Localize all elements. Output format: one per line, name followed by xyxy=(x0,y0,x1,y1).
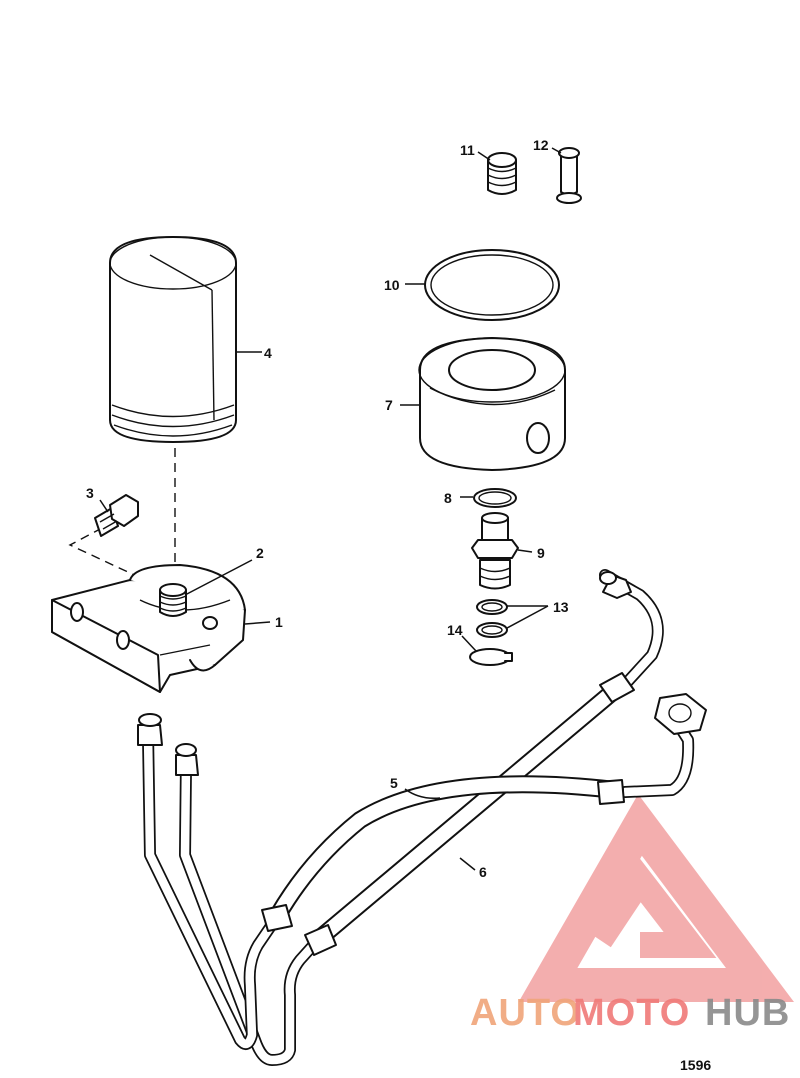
callout-11: 11 xyxy=(460,142,475,158)
small-o-ring xyxy=(473,488,517,508)
callout-3: 3 xyxy=(86,485,94,501)
watermark-word-2: MOTO xyxy=(573,992,690,1034)
watermark-text: AUTO MOTO HUB xyxy=(470,992,790,1034)
callout-13: 13 xyxy=(553,599,569,615)
threaded-fitting xyxy=(487,152,517,195)
cooler-line-5 xyxy=(137,693,707,1050)
callout-9: 9 xyxy=(537,545,545,561)
cooler-line-6 xyxy=(175,569,664,1066)
bolt xyxy=(94,494,139,537)
drawing-number: 1596 xyxy=(680,1057,711,1073)
connector-fitting xyxy=(471,512,519,590)
o-ring-pair xyxy=(476,599,508,638)
callout-1: 1 xyxy=(275,614,283,630)
retaining-clip xyxy=(469,648,513,666)
threaded-nipple xyxy=(159,583,187,617)
large-o-ring xyxy=(424,249,560,321)
oil-filter xyxy=(109,236,237,443)
watermark-word-1: AUTO xyxy=(470,992,581,1034)
callout-12: 12 xyxy=(533,137,549,153)
callouts: 1 2 3 4 5 6 7 8 9 10 11 12 13 14 xyxy=(86,137,569,880)
sleeve xyxy=(556,147,582,204)
filter-adapter xyxy=(51,564,246,693)
callout-6: 6 xyxy=(479,864,487,880)
logo-triangle-icon xyxy=(518,794,794,1002)
alignment-line-bolt xyxy=(68,527,146,581)
callout-10: 10 xyxy=(384,277,400,293)
logo-inner-mark-icon xyxy=(589,857,717,958)
leader-lines xyxy=(99,147,562,871)
callout-7: 7 xyxy=(385,397,393,413)
callout-2: 2 xyxy=(256,545,264,561)
callout-5: 5 xyxy=(390,775,398,791)
callout-4: 4 xyxy=(264,345,272,361)
watermark-word-3: HUB xyxy=(705,992,790,1034)
callout-8: 8 xyxy=(444,490,452,506)
watermark-logo xyxy=(518,794,794,1002)
adapter-housing xyxy=(418,337,566,471)
callout-14: 14 xyxy=(447,622,463,638)
